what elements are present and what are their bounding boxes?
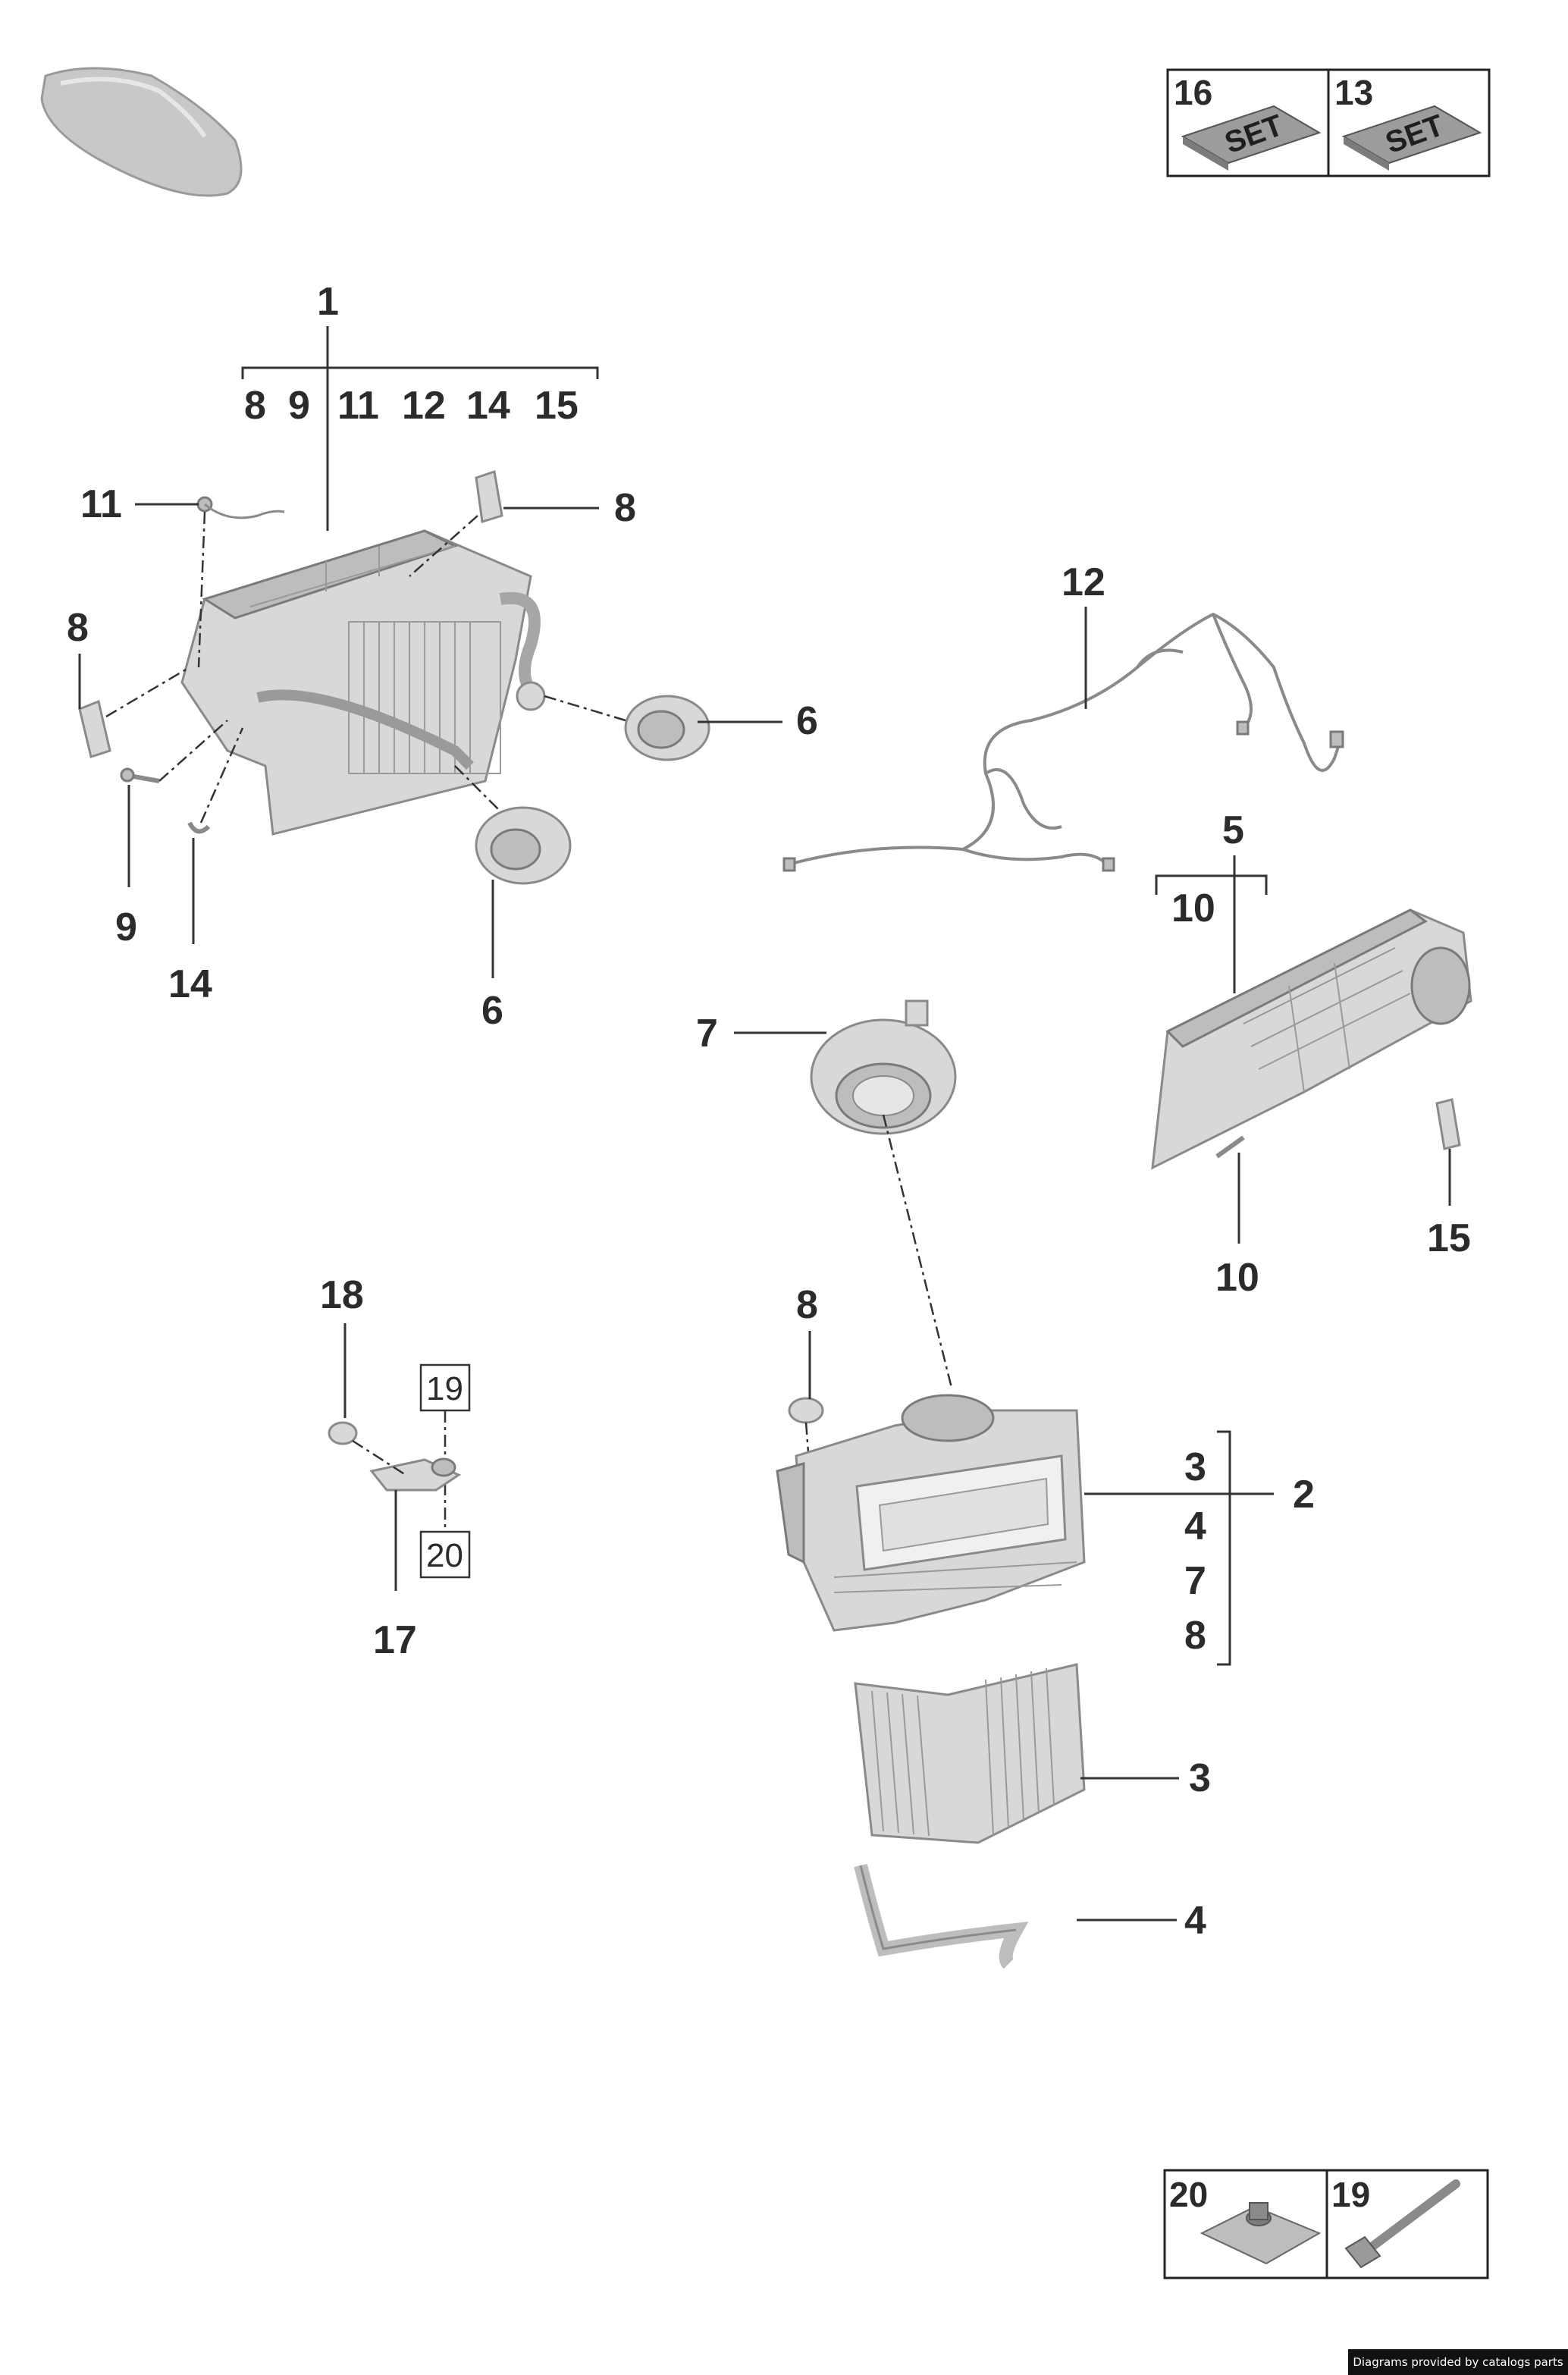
part-12-wiring-harness[interactable] bbox=[782, 612, 1344, 872]
callout-1[interactable]: 1 bbox=[317, 280, 339, 324]
kit-panel: 16 SET 13 SET bbox=[1166, 68, 1491, 177]
callout-14[interactable]: 14 bbox=[168, 962, 212, 1006]
part-20-box[interactable]: 20 bbox=[419, 1530, 471, 1579]
callout-8-mid[interactable]: 8 bbox=[796, 1283, 818, 1327]
callout-list-item: 15 bbox=[535, 384, 579, 428]
part-3-cabin-filter[interactable] bbox=[854, 1663, 1086, 1844]
part-14-clip[interactable] bbox=[187, 821, 211, 834]
callout-8-top[interactable]: 8 bbox=[614, 486, 636, 530]
kit-number: 13 bbox=[1334, 73, 1373, 112]
callout-list-item: 4 bbox=[1184, 1504, 1206, 1548]
callout-6-right[interactable]: 6 bbox=[796, 699, 818, 743]
callout-list-item: 8 bbox=[244, 384, 266, 428]
kit-16[interactable]: 16 SET bbox=[1174, 73, 1322, 171]
callout-15[interactable]: 15 bbox=[1427, 1216, 1471, 1260]
callout-17[interactable]: 17 bbox=[373, 1618, 417, 1662]
part-19-box[interactable]: 19 bbox=[419, 1363, 471, 1412]
callout-list-item: 7 bbox=[1184, 1559, 1206, 1603]
part-15-bracket[interactable] bbox=[1435, 1098, 1461, 1150]
part-10-pin[interactable] bbox=[1215, 1135, 1245, 1159]
part-11-sensor[interactable] bbox=[196, 496, 285, 519]
callout-3[interactable]: 3 bbox=[1189, 1756, 1211, 1800]
callout-list-item: 9 bbox=[288, 384, 310, 428]
credit-badge: Diagrams provided by catalogs parts bbox=[1348, 2349, 1568, 2375]
part-9-pin[interactable] bbox=[120, 767, 160, 783]
part-5-housing[interactable] bbox=[1151, 908, 1472, 1170]
fastener-number: 19 bbox=[1331, 2175, 1370, 2214]
fastener-20-nut[interactable]: 20 bbox=[1169, 2175, 1322, 2265]
part-6-flange-right[interactable] bbox=[516, 681, 710, 761]
callout-20-box: 20 bbox=[426, 1537, 463, 1574]
callout-4[interactable]: 4 bbox=[1184, 1899, 1206, 1943]
callout-list-item: 3 bbox=[1184, 1445, 1206, 1489]
fastener-panel: 20 19 bbox=[1163, 2169, 1489, 2279]
callout-9[interactable]: 9 bbox=[115, 905, 137, 949]
callout-5[interactable]: 5 bbox=[1222, 808, 1244, 852]
callout-12[interactable]: 12 bbox=[1062, 560, 1105, 604]
part-18-grommet[interactable] bbox=[328, 1421, 358, 1445]
part-8-actuator-mid[interactable] bbox=[788, 1397, 824, 1424]
callout-list-item: 8 bbox=[1184, 1614, 1206, 1658]
callout-19-box: 19 bbox=[426, 1370, 463, 1407]
callout-11[interactable]: 11 bbox=[80, 482, 122, 526]
part-6-flange-bottom[interactable] bbox=[475, 806, 572, 885]
part-2-blower-housing[interactable] bbox=[776, 1394, 1086, 1632]
callout-2[interactable]: 2 bbox=[1293, 1473, 1315, 1517]
callout-10[interactable]: 10 bbox=[1215, 1256, 1259, 1300]
callout-6-bottom[interactable]: 6 bbox=[481, 989, 503, 1033]
callout-8-left[interactable]: 8 bbox=[67, 606, 89, 650]
vehicle-thumbnail bbox=[40, 67, 243, 197]
fastener-19-bolt[interactable]: 19 bbox=[1331, 2175, 1460, 2269]
part-8-actuator-top[interactable] bbox=[475, 470, 503, 523]
callout-list-item: 10 bbox=[1171, 886, 1215, 930]
callout-18[interactable]: 18 bbox=[320, 1273, 364, 1317]
fastener-number: 20 bbox=[1169, 2175, 1208, 2214]
callout-list-item: 12 bbox=[402, 384, 446, 428]
assembly-1-group: 1 8 9 11 12 14 15 bbox=[67, 280, 818, 1033]
part-4-seal-frame[interactable] bbox=[854, 1863, 1029, 1969]
kit-number: 16 bbox=[1174, 73, 1212, 112]
callout-list-item: 14 bbox=[466, 384, 510, 428]
callout-list-item: 11 bbox=[337, 384, 379, 428]
part-8-actuator-left[interactable] bbox=[78, 699, 111, 758]
part-7-blower-motor[interactable] bbox=[810, 999, 957, 1135]
callout-7[interactable]: 7 bbox=[696, 1012, 718, 1056]
heater-box[interactable] bbox=[180, 529, 542, 836]
